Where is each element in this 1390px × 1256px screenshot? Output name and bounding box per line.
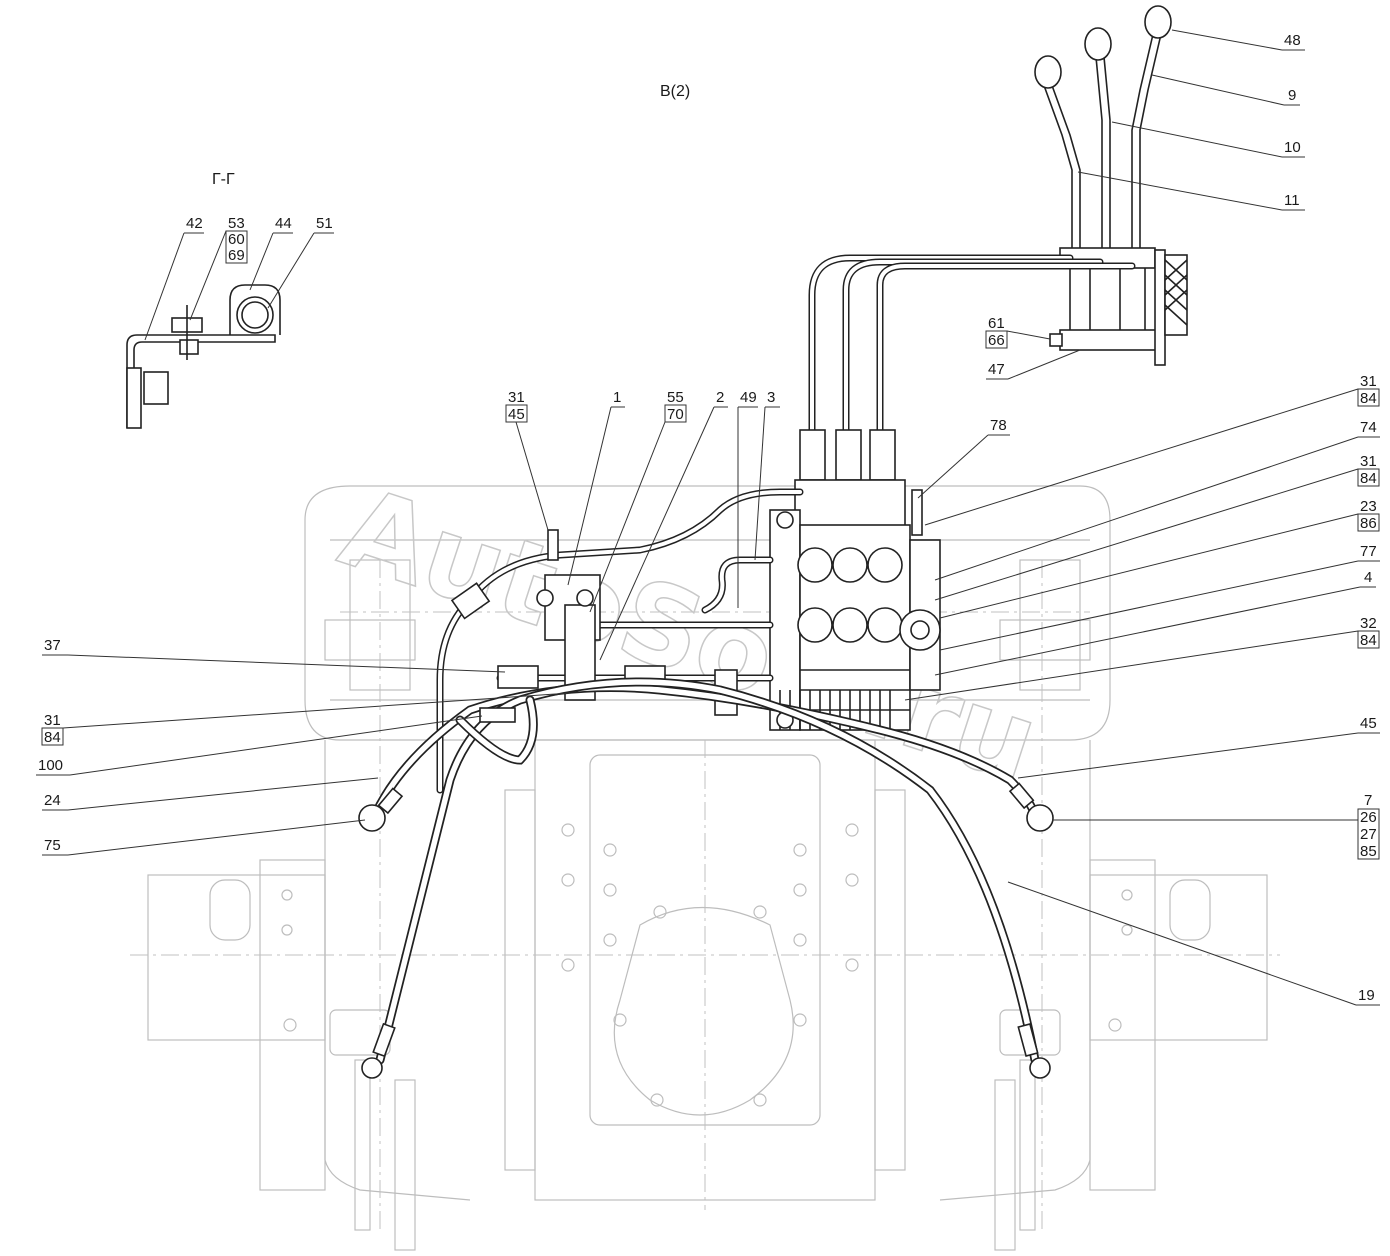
knob-left-icon <box>1034 55 1062 89</box>
callout-49: 49 <box>740 389 757 406</box>
callout-85: 85 <box>1360 843 1377 860</box>
callout-1: 1 <box>613 389 621 406</box>
callout-60: 60 <box>228 231 245 248</box>
callout-55: 55 <box>667 389 684 406</box>
callout-86: 86 <box>1360 515 1377 532</box>
control-rods <box>808 254 1136 434</box>
section-detail <box>126 284 281 429</box>
hose-end-left-lower-icon <box>361 1057 383 1079</box>
view-title: В(2) <box>660 83 690 100</box>
callout-48: 48 <box>1284 32 1301 49</box>
callout-11: 11 <box>1284 192 1300 209</box>
hydraulic-distributor <box>769 429 941 731</box>
callout-78: 78 <box>990 417 1007 434</box>
callout-61: 61 <box>988 315 1005 332</box>
callout-37: 37 <box>44 637 61 654</box>
knob-right-icon <box>1144 5 1172 39</box>
bolt-holes <box>281 823 1133 1107</box>
callout-24: 24 <box>44 792 61 809</box>
callout-77: 77 <box>1360 543 1377 560</box>
callout-7: 7 <box>1364 792 1372 809</box>
callout-70: 70 <box>667 406 684 423</box>
callout-74: 74 <box>1360 419 1377 436</box>
callout-3: 3 <box>767 389 775 406</box>
callout-31-top: 31 <box>508 389 525 406</box>
callout-42: 42 <box>186 215 203 232</box>
callout-26: 26 <box>1360 809 1377 826</box>
callout-69: 69 <box>228 247 245 264</box>
callout-2: 2 <box>716 389 724 406</box>
callout-27: 27 <box>1360 826 1377 843</box>
control-levers <box>1034 5 1188 366</box>
callout-84-right-c: 84 <box>1360 632 1377 649</box>
callout-45-right: 45 <box>1360 715 1377 732</box>
hose-end-right-upper-icon <box>1026 804 1054 832</box>
knob-middle-icon <box>1084 27 1112 61</box>
callout-4: 4 <box>1364 569 1372 586</box>
watermark: AutoSoft.ru <box>327 463 1052 808</box>
callout-44: 44 <box>275 215 292 232</box>
callout-31-left: 31 <box>44 712 61 729</box>
callout-66: 66 <box>988 332 1005 349</box>
callout-32: 32 <box>1360 615 1377 632</box>
callout-31-right-b: 31 <box>1360 453 1377 470</box>
section-title: Г-Г <box>212 171 235 188</box>
callout-84-right-a: 84 <box>1360 390 1377 407</box>
callout-labels: 42 53 60 69 44 51 37 31 84 100 24 75 31 <box>36 29 1380 1006</box>
callout-84-right-b: 84 <box>1360 470 1377 487</box>
callout-84-left: 84 <box>44 729 61 746</box>
callout-31-right-a: 31 <box>1360 373 1377 390</box>
hydraulic-lines <box>358 488 1054 1079</box>
callout-51: 51 <box>316 215 333 232</box>
callout-19: 19 <box>1358 987 1375 1004</box>
callout-75: 75 <box>44 837 61 854</box>
callout-23: 23 <box>1360 498 1377 515</box>
callout-9: 9 <box>1288 87 1296 104</box>
callout-45-top: 45 <box>508 406 525 423</box>
callout-100: 100 <box>38 757 63 774</box>
callout-53: 53 <box>228 215 245 232</box>
hose-end-left-upper-icon <box>358 804 386 832</box>
hose-end-right-lower-icon <box>1029 1057 1051 1079</box>
callout-10: 10 <box>1284 139 1301 156</box>
callout-47: 47 <box>988 361 1005 378</box>
